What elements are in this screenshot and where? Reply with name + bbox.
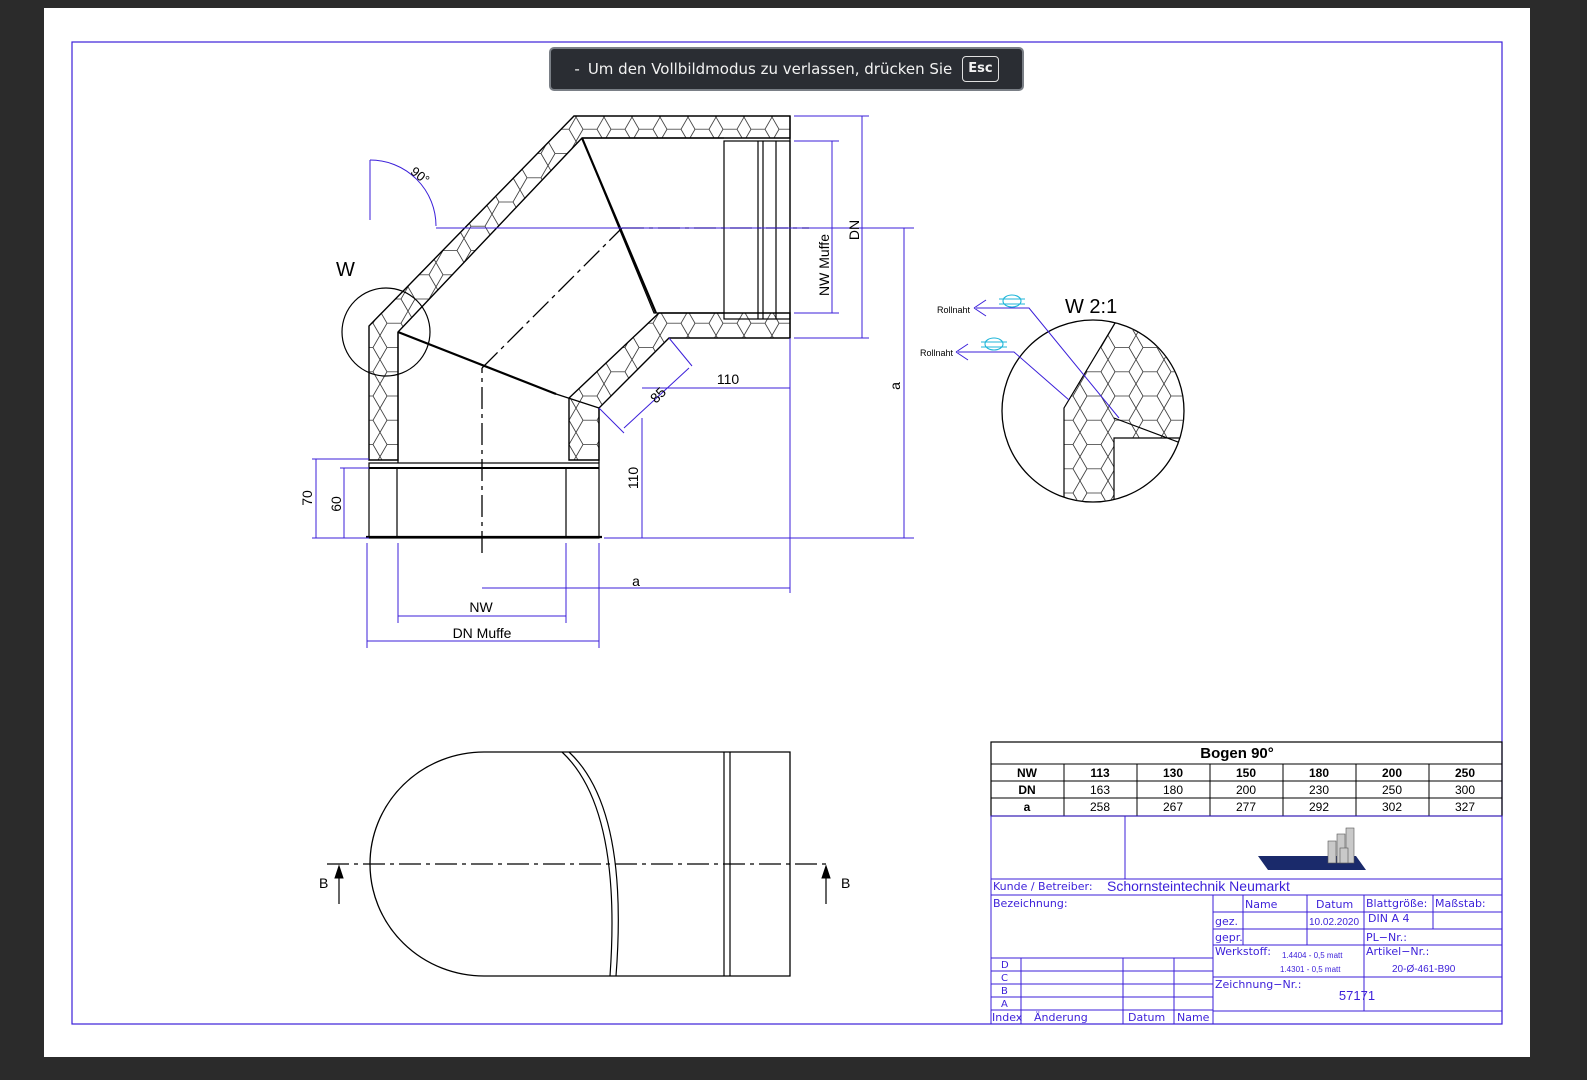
artikel-value: 20-Ø-461-B90 [1392,964,1456,975]
zeichnung-value: 57171 [1339,988,1375,1003]
dim-60: 60 [328,496,344,512]
table-cell: 267 [1163,800,1183,814]
title-block [990,815,1503,1025]
bezeichnung-label: Bezeichnung: [993,897,1068,910]
table-header: 250 [1455,766,1475,780]
index-label: Index [992,1011,1023,1024]
weld-label-1: Rollnaht [937,305,971,315]
table-header: 130 [1163,766,1183,780]
fullscreen-notice: - Um den Vollbildmodus zu verlassen, drü… [549,47,1024,91]
dim-70: 70 [299,490,315,506]
table-header: 113 [1090,766,1110,780]
table-cell: 258 [1090,800,1110,814]
dim-85: 85 [647,384,669,406]
massstab-label: Maßstab: [1435,897,1486,910]
werkstoff-2: 1.4301 - 0,5 matt [1280,965,1341,974]
sheet-frame [71,41,1503,1025]
technical-drawing: 90° W W 2:1 Rollnaht Rollnaht NW Muffe D… [71,41,1503,1025]
kunde-label: Kunde / Betreiber: [993,880,1093,893]
table-title: Bogen 90° [1200,745,1274,762]
blattgroesse-label: Blattgröße: [1366,897,1427,910]
dimension-table: Bogen 90° NW 113 130 150 180 200 250 DN … [990,741,1503,817]
index-row: D [1001,960,1009,971]
table-cell: 292 [1309,800,1329,814]
werkstoff-label: Werkstoff: [1215,945,1271,958]
detail-w [955,294,1185,503]
table-header: 150 [1236,766,1256,780]
detail-title: W 2:1 [1065,296,1117,318]
detail-marker-label: W [336,259,355,281]
dim-a-vertical: a [887,382,903,390]
dim-110-horizontal: 110 [717,371,740,387]
dim-a-horizontal: a [632,573,640,589]
gez-label: gez. [1215,915,1238,928]
table-cell: 163 [1090,783,1110,797]
angle-label: 90° [408,164,433,188]
name-label: Name [1245,898,1278,911]
blattgroesse-value: DIN A 4 [1368,912,1409,925]
gez-date: 10.02.2020 [1309,917,1359,928]
dim-dn: DN [846,220,862,240]
rev-datum-label: Datum [1128,1011,1165,1024]
index-row: B [1001,986,1008,997]
pl-nr-label: PL−Nr.: [1366,931,1407,944]
table-cell: 327 [1455,800,1475,814]
table-cell: DN [1018,783,1035,797]
table-cell: 277 [1236,800,1256,814]
table-header: 180 [1309,766,1329,780]
elbow-side-view [341,115,809,553]
dimension-lines [312,115,914,648]
gepr-label: gepr. [1215,931,1243,944]
section-mark-right: B [841,875,850,891]
esc-key-badge[interactable]: Esc [962,56,999,82]
dim-nw-muffe: NW Muffe [816,234,832,296]
index-row: A [1001,999,1008,1010]
artikel-label: Artikel−Nr.: [1366,945,1429,958]
table-cell: 230 [1309,783,1329,797]
table-cell: 302 [1382,800,1402,814]
zeichnung-label: Zeichnung−Nr.: [1215,978,1301,991]
kunde-value: Schornsteintechnik Neumarkt [1107,878,1290,894]
fullscreen-notice-dash: - [574,60,580,78]
table-cell: 180 [1163,783,1183,797]
dim-nw: NW [469,599,493,615]
table-cell: 300 [1455,783,1475,797]
table-header: NW [1017,766,1038,780]
dim-dn-muffe: DN Muffe [453,625,512,641]
aenderung-label: Änderung [1034,1011,1088,1024]
fullscreen-notice-text: Um den Vollbildmodus zu verlassen, drück… [587,60,953,78]
datum-label: Datum [1316,898,1353,911]
company-logo [1258,827,1366,870]
werkstoff-1: 1.4404 - 0,5 matt [1282,951,1343,960]
weld-label-2: Rollnaht [920,348,954,358]
section-mark-left: B [319,875,328,891]
table-cell: 250 [1382,783,1402,797]
rev-name-label: Name [1177,1011,1210,1024]
index-row: C [1001,973,1008,984]
table-cell: a [1024,800,1031,814]
dim-110-vertical: 110 [625,467,641,490]
drawing-sheet: 90° W W 2:1 Rollnaht Rollnaht NW Muffe D… [44,8,1530,1057]
table-cell: 200 [1236,783,1256,797]
elbow-top-view [327,751,831,977]
table-header: 200 [1382,766,1402,780]
